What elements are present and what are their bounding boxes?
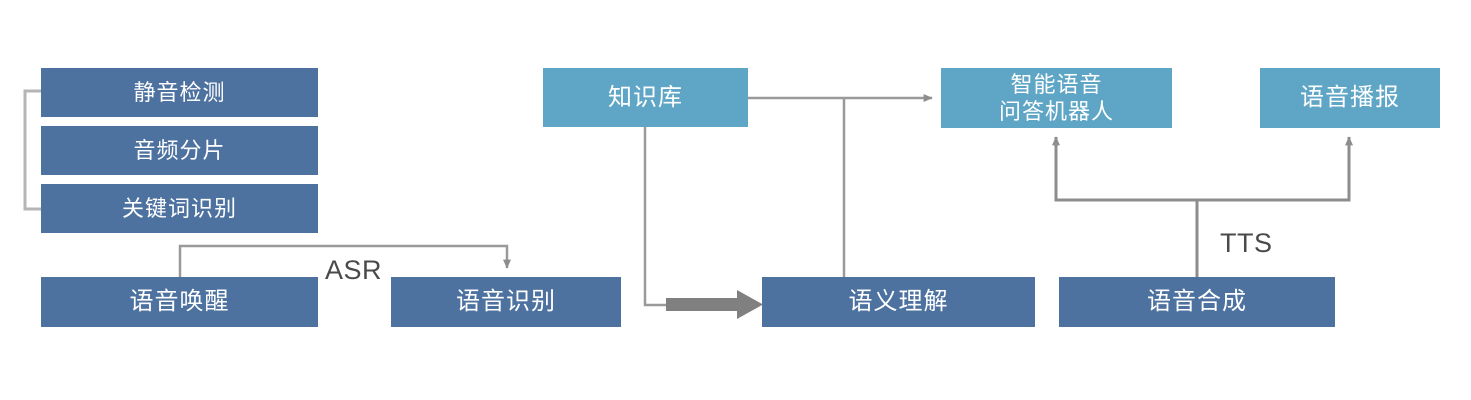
node-voice-wakeup[interactable]: 语音唤醒 bbox=[41, 277, 318, 327]
node-label: 语音唤醒 bbox=[129, 288, 230, 315]
node-silence-detection[interactable]: 静音检测 bbox=[41, 68, 318, 117]
node-speech-recognition[interactable]: 语音识别 bbox=[391, 277, 621, 327]
node-label: 语义理解 bbox=[848, 288, 949, 315]
node-label: 关键词识别 bbox=[121, 195, 237, 221]
wakeup-to-recognition-connector bbox=[178, 244, 511, 277]
edge-label-tts: TTS bbox=[1220, 228, 1273, 258]
edge-label-asr: ASR bbox=[325, 255, 383, 285]
synthesis-to-outputs-connector bbox=[1052, 136, 1353, 277]
node-label: 语音播报 bbox=[1300, 84, 1400, 111]
node-qa-robot[interactable]: 智能语音 问答机器人 bbox=[941, 68, 1172, 128]
node-label: 智能语音 问答机器人 bbox=[998, 71, 1114, 125]
node-label: 音频分片 bbox=[133, 137, 226, 163]
group-bracket-connector bbox=[23, 89, 42, 211]
node-audio-slicing[interactable]: 音频分片 bbox=[41, 126, 318, 175]
node-label: 静音检测 bbox=[133, 79, 226, 105]
knowledge-to-semantic-connector bbox=[643, 127, 763, 319]
node-keyword-recognition[interactable]: 关键词识别 bbox=[41, 184, 318, 233]
node-voice-broadcast[interactable]: 语音播报 bbox=[1260, 68, 1440, 128]
node-label: 知识库 bbox=[608, 83, 683, 111]
node-knowledge-base[interactable]: 知识库 bbox=[543, 68, 748, 127]
node-speech-synthesis[interactable]: 语音合成 bbox=[1059, 277, 1335, 327]
node-semantic-understanding[interactable]: 语义理解 bbox=[762, 277, 1035, 327]
node-label: 语音合成 bbox=[1147, 288, 1247, 315]
node-label: 语音识别 bbox=[456, 288, 556, 315]
